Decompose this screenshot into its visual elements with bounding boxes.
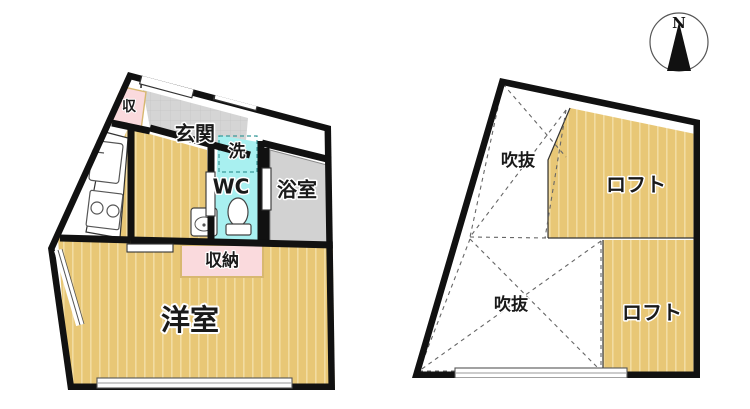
label-yoshitsu: 洋室 [161, 303, 219, 337]
label-shuno: 収納 [205, 250, 239, 271]
washer-space-outline [218, 135, 258, 173]
main-floor-plan: 洋室 玄関 WC 洗 浴室 収納 収 [48, 72, 335, 390]
main-exterior-walls [48, 72, 335, 390]
compass-north-label: N [672, 14, 686, 32]
loft-exterior-walls [412, 78, 700, 378]
room-shuno-closet [180, 244, 264, 278]
wc-door [205, 171, 216, 217]
label-loft-upper: ロフト [606, 173, 666, 197]
label-void-lower: 吹抜 [494, 294, 529, 315]
stove-burner-left [90, 201, 104, 215]
label-wc: WC [213, 175, 250, 199]
bathroom-door [261, 167, 272, 211]
vanity-drain [202, 223, 206, 227]
window-bottom-wall [96, 377, 293, 389]
label-void-upper: 吹抜 [501, 150, 536, 171]
room-loft-upper [548, 108, 700, 238]
north-compass: N [649, 12, 709, 72]
label-yokushitsu: 浴室 [277, 178, 317, 202]
toilet-bowl [227, 197, 249, 227]
label-loft-lower: ロフト [622, 301, 682, 325]
room-yoshitsu-floor [58, 238, 335, 390]
toilet-tank [225, 223, 252, 236]
kitchen-opening [126, 243, 174, 253]
room-loft-lower [603, 240, 700, 374]
gas-stove-two-burner [85, 189, 124, 231]
window-left-wall [54, 248, 85, 327]
label-sen: 洗 [229, 141, 246, 162]
compass-needle-icon [667, 22, 691, 71]
label-genkan: 玄関 [175, 122, 215, 146]
loft-window-bottom [454, 367, 628, 378]
stove-burner-right [106, 204, 120, 218]
label-shu: 収 [122, 98, 137, 115]
loft-edge-lines [547, 107, 700, 374]
loft-floor-plan: ロフト ロフト 吹抜 吹抜 [412, 78, 700, 378]
